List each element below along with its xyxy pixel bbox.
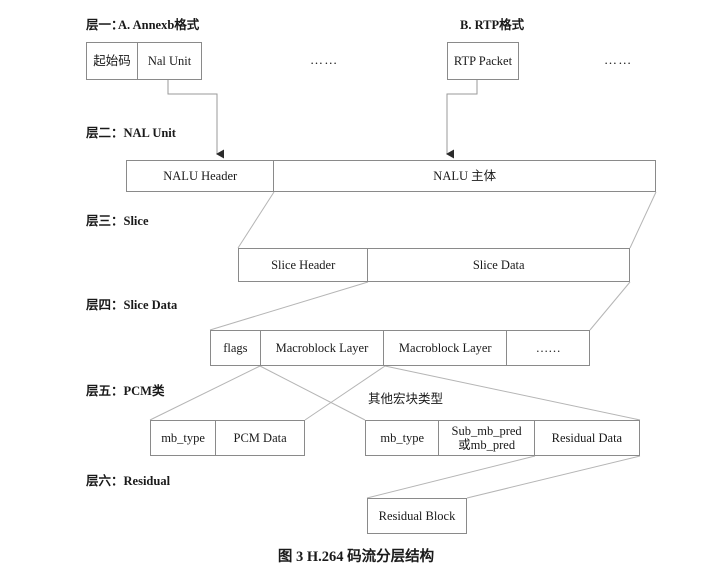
- cell-flags[interactable]: flags: [211, 331, 261, 365]
- layer-label-5: 层五：PCM类: [86, 384, 165, 398]
- cell-pcm-mb-type[interactable]: mb_type: [151, 421, 217, 455]
- rtp-row: RTP Packet: [447, 42, 519, 80]
- connector-rtp-to-nalu: [446, 80, 478, 159]
- connector-nalu-to-slice: [237, 191, 657, 249]
- cell-macroblock-layer-1[interactable]: Macroblock Layer: [261, 331, 385, 365]
- cell-start-code[interactable]: 起始码: [87, 43, 139, 79]
- pcm-row: mb_type PCM Data: [150, 420, 305, 456]
- cell-sub-mb-pred-line1: Sub_mb_pred: [451, 424, 522, 438]
- layer-label-2: 层二：NAL Unit: [86, 126, 176, 140]
- cell-slice-data[interactable]: Slice Data: [472, 258, 525, 272]
- cell-nal-unit[interactable]: Nal Unit: [147, 54, 192, 68]
- other-macroblock-type-label: 其他宏块类型: [368, 392, 444, 406]
- layer-label-4: 层四：Slice Data: [86, 298, 178, 312]
- cell-nalu-body[interactable]: NALU 主体: [433, 169, 497, 183]
- layer-label-3: 层三：Slice: [86, 214, 149, 228]
- section-title-rtp: B. RTP格式: [460, 18, 525, 32]
- residual-row: Residual Block: [367, 498, 467, 534]
- figure-caption: 图 3 H.264 码流分层结构: [277, 549, 435, 565]
- cell-macroblock-layer-2[interactable]: Macroblock Layer: [384, 331, 508, 365]
- cell-macroblock-ellipsis: ……: [535, 341, 561, 355]
- ellipsis-annexb: ……: [310, 52, 339, 67]
- layer-label-6: 层六：Residual: [86, 474, 171, 488]
- annexb-row: 起始码 Nal Unit: [86, 42, 202, 80]
- cell-pcm-data[interactable]: PCM Data: [233, 431, 287, 445]
- nalu-row: NALU Header NALU 主体: [126, 160, 656, 192]
- cell-other-mb-type[interactable]: mb_type: [366, 421, 440, 455]
- connector-macroblock-to-pcm: [149, 365, 366, 421]
- cell-sub-mb-pred[interactable]: Sub_mb_pred 或mb_pred: [439, 421, 535, 455]
- section-title-annexb: A. Annexb格式: [118, 18, 200, 32]
- slice-row: Slice Header Slice Data: [238, 248, 630, 282]
- connector-residualdata-to-residualblock: [366, 455, 641, 499]
- cell-residual-data[interactable]: Residual Data: [551, 431, 623, 445]
- layer-label-1: 层一：: [86, 18, 124, 32]
- connector-nalunit-to-nalu: [167, 80, 224, 159]
- connector-slice-to-slicedata: [209, 281, 631, 331]
- other-macroblock-row: mb_type Sub_mb_pred 或mb_pred Residual Da…: [365, 420, 640, 456]
- cell-sub-mb-pred-line2: 或mb_pred: [458, 438, 516, 452]
- slicedata-row: flags Macroblock Layer Macroblock Layer …: [210, 330, 590, 366]
- cell-residual-block[interactable]: Residual Block: [378, 509, 456, 523]
- cell-slice-header[interactable]: Slice Header: [239, 249, 369, 281]
- ellipsis-rtp: ……: [604, 52, 633, 67]
- cell-nalu-header[interactable]: NALU Header: [127, 161, 275, 191]
- cell-rtp-packet[interactable]: RTP Packet: [453, 54, 513, 68]
- connector-macroblock-to-other: [304, 365, 641, 421]
